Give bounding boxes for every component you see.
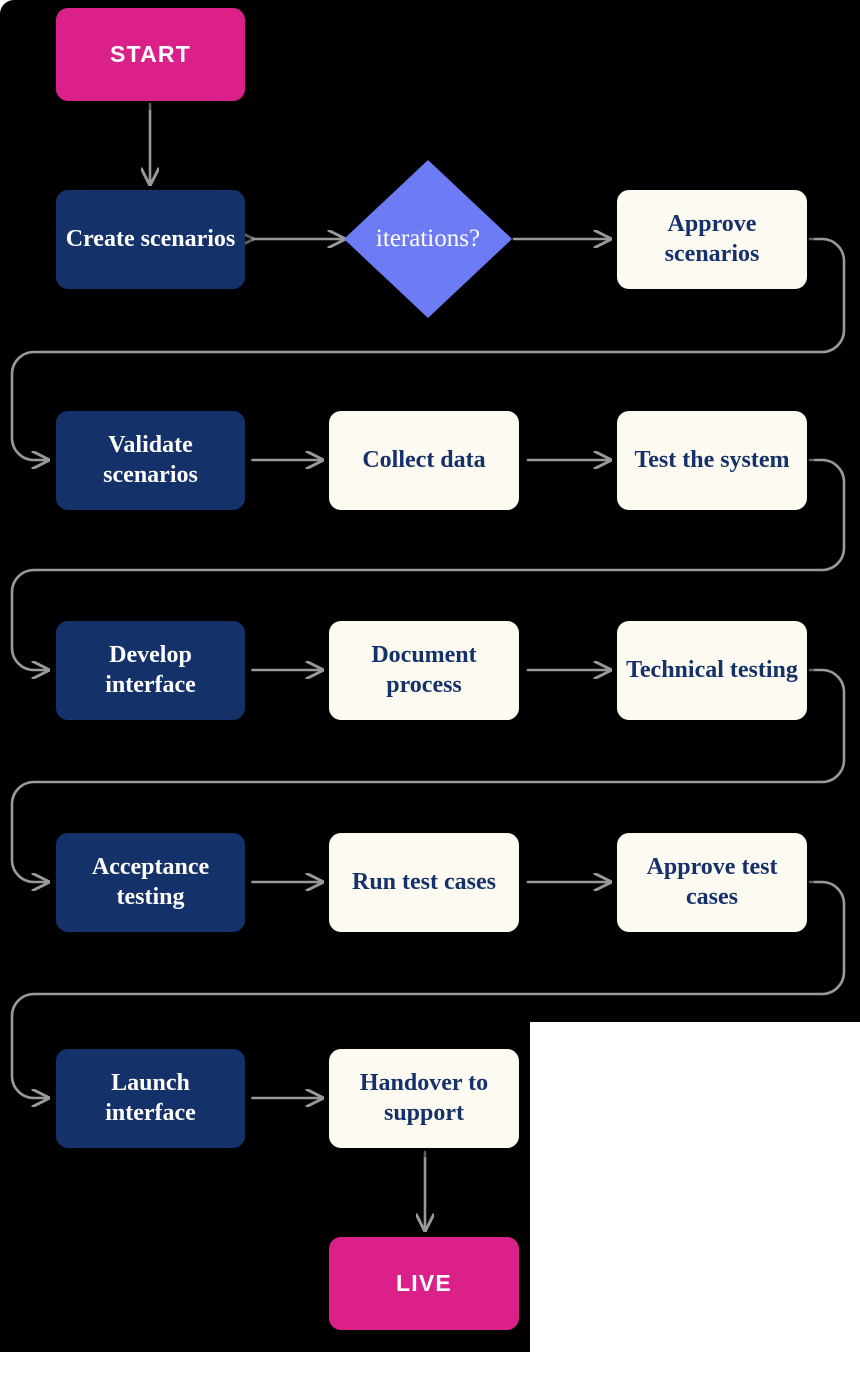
node-live-label: LIVE	[396, 1270, 452, 1297]
node-launch-interface-label: Launch interface	[105, 1070, 196, 1126]
node-iterations-label: iterations?	[375, 225, 481, 252]
node-run-test-cases[interactable]: Run test cases	[329, 833, 519, 932]
node-collect-data-label: Collect data	[362, 446, 486, 473]
edge-wrap-3	[10, 668, 846, 882]
node-start[interactable]: START	[56, 8, 245, 101]
edge-wrap-1	[10, 237, 846, 460]
node-handover-to-support-label: Handover to support	[359, 1070, 489, 1126]
node-test-the-system-label: Test the system	[634, 446, 790, 473]
node-approve-scenarios-label: Approve scenarios	[664, 211, 760, 267]
node-technical-testing-label: Technical testing	[626, 656, 798, 683]
node-approve-test-cases-label: Approve test cases	[646, 854, 778, 910]
node-validate-scenarios[interactable]: Validate scenarios	[56, 411, 245, 510]
node-acceptance-testing[interactable]: Acceptance testing	[56, 833, 245, 932]
node-test-the-system[interactable]: Test the system	[617, 411, 807, 510]
node-start-label: START	[110, 41, 191, 68]
node-validate-scenarios-label: Validate scenarios	[103, 432, 198, 488]
node-handover-to-support[interactable]: Handover to support	[329, 1049, 519, 1148]
node-technical-testing[interactable]: Technical testing	[617, 621, 807, 720]
node-document-process[interactable]: Document process	[329, 621, 519, 720]
node-develop-interface[interactable]: Develop interface	[56, 621, 245, 720]
node-run-test-cases-label: Run test cases	[352, 868, 496, 895]
node-launch-interface[interactable]: Launch interface	[56, 1049, 245, 1148]
node-create-scenarios-label: Create scenarios	[65, 225, 236, 252]
node-acceptance-testing-label: Acceptance testing	[91, 854, 210, 910]
node-iterations[interactable]: iterations?	[345, 218, 511, 260]
node-document-process-label: Document process	[371, 642, 477, 698]
decision-diamond-shape[interactable]	[344, 160, 512, 318]
node-create-scenarios[interactable]: Create scenarios	[56, 190, 245, 289]
node-approve-test-cases[interactable]: Approve test cases	[617, 833, 807, 932]
node-approve-scenarios[interactable]: Approve scenarios	[617, 190, 807, 289]
edge-wrap-4	[10, 880, 846, 1098]
node-develop-interface-label: Develop interface	[105, 642, 196, 698]
edge-wrap-2	[10, 458, 846, 670]
node-collect-data[interactable]: Collect data	[329, 411, 519, 510]
node-live[interactable]: LIVE	[329, 1237, 519, 1330]
